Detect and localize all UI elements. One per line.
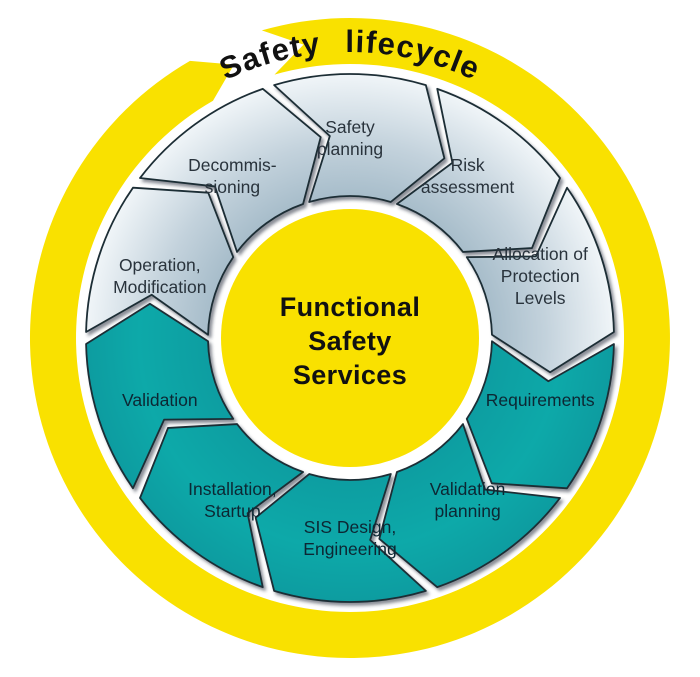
segment-validation-label: Validation [122, 390, 198, 410]
segment-validation-shape [85, 302, 235, 490]
segment-operation-modification: Operation,Modification [85, 186, 235, 336]
segment-installation-startup-label: Installation,Startup [188, 479, 277, 521]
segment-decommissioning-label: Decommis-sioning [188, 155, 277, 197]
segment-sis-design-engineering: SIS Design,Engineering [254, 473, 427, 603]
segment-validation: Validation [85, 302, 235, 490]
segment-installation-startup-shape [139, 423, 304, 589]
segment-decommissioning-shape [139, 87, 322, 253]
segment-requirements-shape [465, 340, 615, 490]
segment-allocation-of-protection-levels-shape [465, 186, 615, 374]
segment-sis-design-engineering-label: SIS Design,Engineering [303, 517, 396, 559]
segment-safety-planning-shape [273, 73, 446, 203]
segment-sis-design-engineering-shape [254, 473, 427, 603]
segment-decommissioning: Decommis-sioning [139, 87, 322, 253]
center-circle [221, 209, 479, 467]
segment-installation-startup: Installation,Startup [139, 423, 304, 589]
segment-requirements-label: Requirements [486, 390, 595, 410]
segment-risk-assessment-shape [396, 87, 561, 253]
segment-operation-modification-shape [85, 186, 235, 336]
segment-requirements: Requirements [465, 340, 615, 490]
segment-operation-modification-label: Operation,Modification [113, 255, 206, 297]
segment-validation-planning-shape [378, 423, 561, 589]
